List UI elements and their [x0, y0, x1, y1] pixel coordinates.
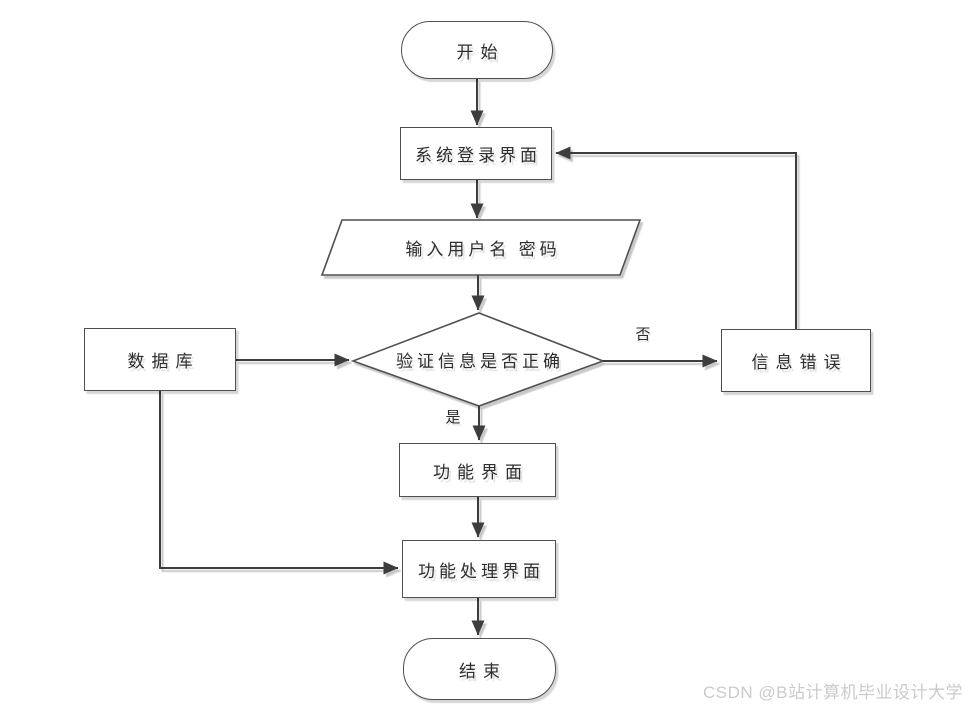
edge-label-yes: 是: [445, 410, 461, 426]
decision-diamond-shape: [350, 312, 606, 407]
node-database: 数据库: [84, 328, 236, 391]
node-start: 开始: [401, 21, 553, 79]
node-login: 系统登录界面: [400, 127, 552, 180]
node-error: 信息错误: [721, 329, 871, 392]
node-function-ui: 功能界面: [399, 443, 556, 497]
watermark-text: CSDN @B站计算机毕业设计大学: [703, 683, 963, 702]
edge-error-to-login: [555, 146, 797, 329]
edge-label-no: 否: [635, 327, 651, 343]
node-process-ui: 功能处理界面: [402, 540, 556, 598]
node-end: 结束: [403, 638, 556, 700]
input-parallelogram-shape: [320, 219, 642, 276]
edge-database-to-process: [159, 391, 399, 575]
